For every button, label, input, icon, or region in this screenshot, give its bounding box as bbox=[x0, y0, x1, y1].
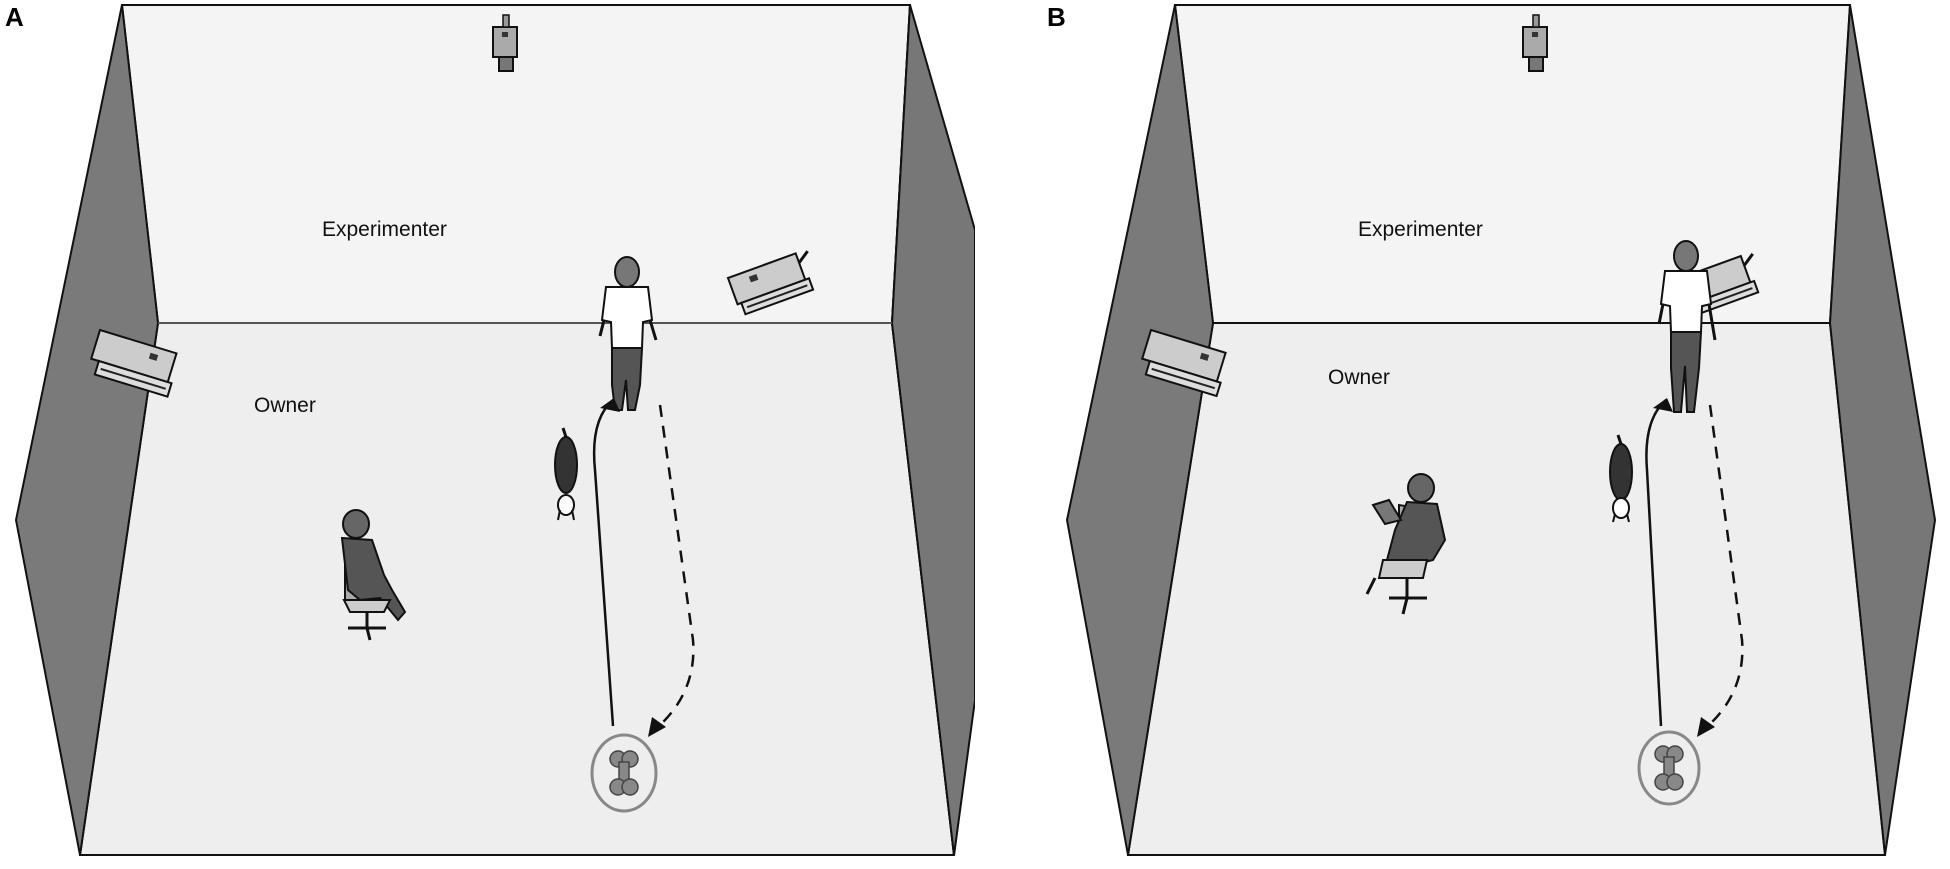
experimenter-label: Experimenter bbox=[322, 218, 447, 241]
right-wall bbox=[1828, 4, 1937, 856]
dog-icon bbox=[554, 427, 578, 521]
floor bbox=[78, 322, 956, 856]
bone-target-icon bbox=[1637, 730, 1701, 806]
panel-a: A Experimenter Owner bbox=[5, 2, 975, 856]
room-diagram-b bbox=[1065, 4, 1937, 856]
camera-icon-right bbox=[726, 250, 815, 316]
ceiling-camera-icon bbox=[492, 14, 518, 72]
panel-letter: A bbox=[5, 2, 24, 32]
owner-reading-figure-icon bbox=[1365, 473, 1447, 615]
experimenter-figure-icon bbox=[1657, 240, 1717, 413]
owner-figure-icon bbox=[340, 509, 407, 641]
path-dashed bbox=[1708, 404, 1744, 726]
path-dashed bbox=[658, 404, 695, 726]
book-icon bbox=[1371, 498, 1403, 526]
left-wall bbox=[14, 4, 160, 856]
panel-b: B Experimenter Owner bbox=[975, 0, 1950, 869]
camera-icon-left bbox=[1140, 328, 1227, 398]
arrowhead-solid bbox=[600, 398, 620, 412]
floor bbox=[1126, 322, 1887, 856]
dog-icon bbox=[1609, 434, 1633, 523]
arrowhead-solid bbox=[1653, 398, 1673, 412]
panel-letter: B bbox=[1047, 2, 1066, 32]
experimenter-label: Experimenter bbox=[1358, 218, 1483, 241]
camera-icon-left bbox=[89, 328, 178, 398]
arrowhead-dashed bbox=[648, 717, 666, 737]
owner-label: Owner bbox=[1328, 366, 1390, 389]
arrowhead-dashed bbox=[1697, 717, 1715, 737]
experimenter-figure-icon bbox=[598, 256, 658, 411]
room-diagram-a bbox=[14, 4, 975, 856]
left-wall bbox=[1065, 4, 1215, 856]
bone-target-icon bbox=[590, 733, 658, 813]
ceiling-camera-icon bbox=[1522, 14, 1548, 72]
owner-label: Owner bbox=[254, 394, 316, 417]
